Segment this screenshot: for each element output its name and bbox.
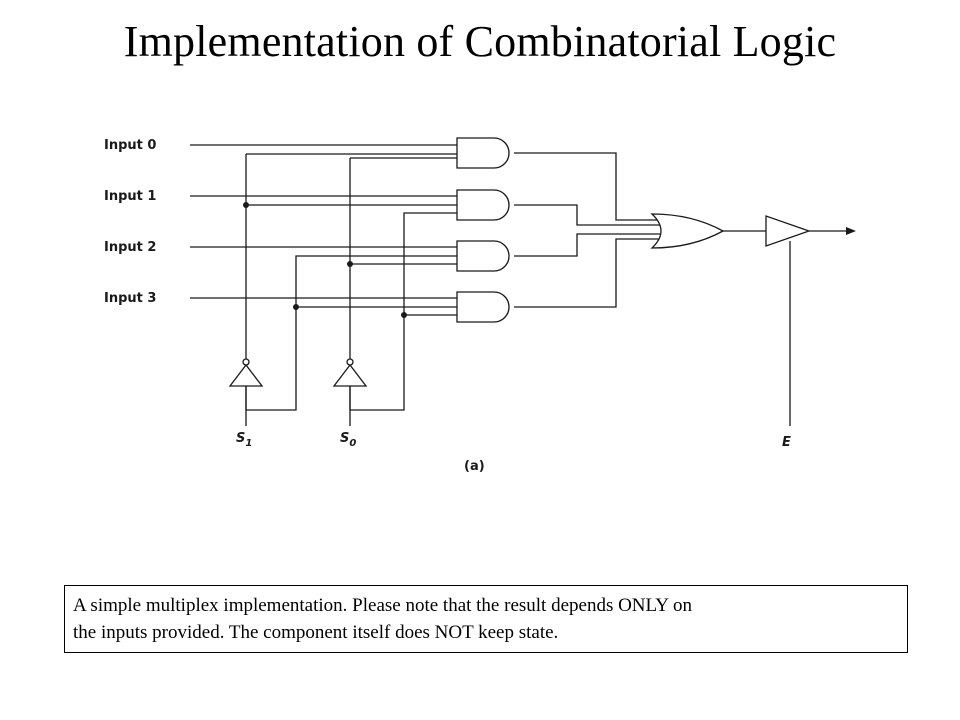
- slide-title: Implementation of Combinatorial Logic: [123, 17, 837, 66]
- and-gate-1: [456, 189, 510, 221]
- diagram-caption: (a): [464, 459, 485, 474]
- input-1-label: Input 1: [104, 189, 156, 204]
- s0-label: S0: [340, 431, 356, 449]
- mux-circuit-diagram: Input 0 Input 1 Input 2 Input 3 S1 S0 E …: [104, 118, 859, 480]
- s1-inverter: [228, 363, 264, 387]
- note-line-2: the inputs provided. The component itsel…: [73, 622, 559, 643]
- enable-label: E: [782, 435, 791, 450]
- input-0-label: Input 0: [104, 138, 156, 153]
- input-3-label: Input 3: [104, 291, 156, 306]
- and-gate-2: [456, 240, 510, 272]
- or-gate: [650, 213, 725, 249]
- and-gate-0: [456, 137, 510, 169]
- s0-inverter: [332, 363, 368, 387]
- s1-label: S1: [236, 431, 252, 449]
- input-2-label: Input 2: [104, 240, 156, 255]
- note-box: A simple multiplex implementation. Pleas…: [64, 585, 908, 653]
- and-gate-3: [456, 291, 510, 323]
- note-line-1: A simple multiplex implementation. Pleas…: [73, 595, 693, 616]
- output-arrow: [846, 227, 856, 235]
- output-buffer: [765, 215, 811, 247]
